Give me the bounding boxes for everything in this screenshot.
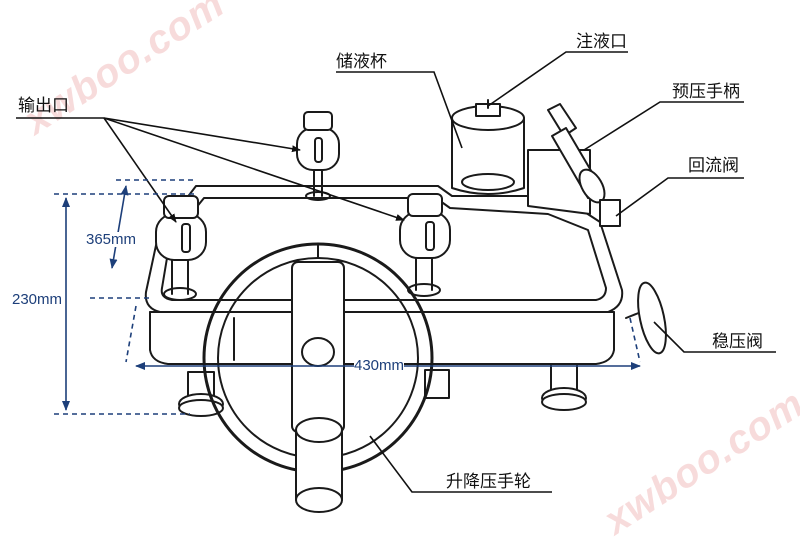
label-stabilizing-valve: 稳压阀 <box>712 332 763 352</box>
base-inner-tray <box>160 197 607 301</box>
leader-stabilizing-valve <box>653 321 776 353</box>
label-lift-handwheel: 升降压手轮 <box>446 472 531 492</box>
stabilizing-valve-drawing <box>625 281 667 355</box>
label-reservoir-cup: 储液杯 <box>336 52 387 72</box>
foot-back-right <box>541 359 587 411</box>
leader-priming-handle <box>583 101 744 151</box>
diagram-canvas: xwboo.com xwboo.com <box>12 0 800 543</box>
leader-fill-port <box>487 51 628 107</box>
reservoir-cup-drawing <box>451 99 525 195</box>
dim-label-height-front: 365mm <box>86 231 137 248</box>
label-priming-handle: 预压手柄 <box>672 82 740 102</box>
priming-handle-drawing <box>527 103 621 227</box>
leader-lift-handwheel <box>369 435 552 493</box>
output-port-right <box>399 193 451 297</box>
dim-label-width: 430mm <box>354 357 405 374</box>
leader-reservoir-cup <box>336 71 463 149</box>
output-port-left <box>155 195 207 301</box>
dim-line-height-front <box>109 185 129 269</box>
dim-label-height-total: 230mm <box>12 291 63 308</box>
label-return-valve: 回流阀 <box>688 156 739 176</box>
label-output-port: 输出口 <box>18 96 69 116</box>
lift-handwheel-drawing <box>202 242 434 513</box>
label-fill-port: 注液口 <box>576 32 627 52</box>
device-illustration <box>16 51 776 513</box>
leader-return-valve <box>615 177 744 217</box>
